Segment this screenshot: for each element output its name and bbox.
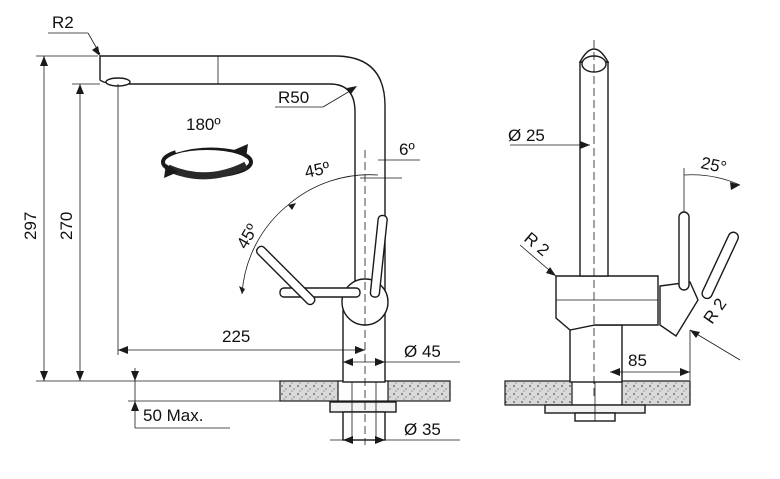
spout-left: [99, 55, 386, 291]
side-view: [36, 32, 460, 445]
label-diameter-25: Ø 25: [508, 126, 545, 145]
label-height-297: 297: [21, 212, 40, 240]
label-6-degrees: 6º: [399, 140, 415, 159]
fixing-plate-left: [329, 401, 397, 413]
label-r2-top: R2: [52, 13, 74, 32]
label-45-degrees-upper: 45º: [303, 158, 332, 182]
label-diameter-35: Ø 35: [404, 420, 441, 439]
valve-block-right: [555, 275, 659, 331]
front-view: [504, 40, 741, 422]
label-45-degrees-lower: 45º: [233, 221, 262, 252]
lever-right: [659, 281, 699, 337]
label-r50: R50: [278, 88, 309, 107]
height-dimensions: [36, 55, 280, 382]
label-height-270: 270: [57, 212, 76, 240]
label-width-225: 225: [222, 327, 250, 346]
label-50-max: 50 Max.: [143, 406, 203, 425]
label-r2-right: R 2: [700, 295, 731, 328]
faucet-body-left: [342, 309, 386, 383]
lever-positions-left: [255, 214, 388, 306]
faucet-body-right: [569, 324, 623, 383]
label-rotation-180: 180º: [186, 115, 221, 134]
label-r2-left: R 2: [520, 229, 552, 261]
rotation-180-icon: [161, 141, 253, 180]
label-25-degrees: 25°: [699, 153, 728, 177]
mounting-shank-left: [342, 411, 386, 441]
label-width-85: 85: [628, 351, 647, 370]
label-diameter-45: Ø 45: [404, 342, 441, 361]
